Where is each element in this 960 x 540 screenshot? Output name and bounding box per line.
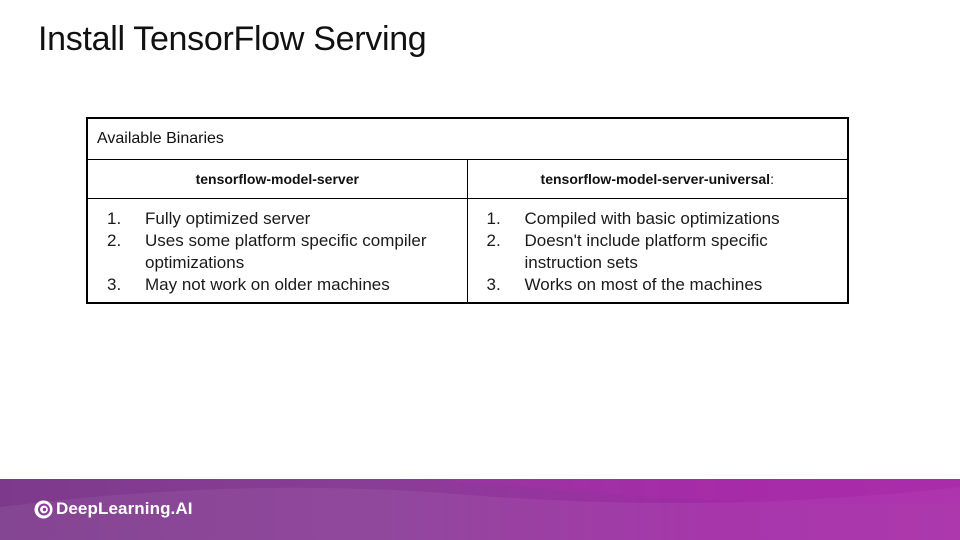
deeplearning-ai-logo-icon: [34, 499, 53, 519]
list-item-text: Works on most of the machines: [524, 275, 763, 294]
list-item: 1. Compiled with basic optimizations: [468, 208, 848, 230]
list-item: 2. Doesn't include platform specific ins…: [468, 230, 848, 274]
footer-wave-decoration: [0, 479, 960, 540]
list-item-number: 1.: [486, 209, 501, 228]
model-server-features-list: 1. Fully optimized server 2. Uses some p…: [88, 208, 467, 296]
list-item: 2. Uses some platform specific compiler …: [88, 230, 467, 274]
list-item-text: Uses some platform specific compiler opt…: [145, 231, 427, 272]
column-header-suffix: :: [770, 171, 774, 187]
brand: DeepLearning.AI: [34, 499, 193, 519]
model-server-universal-features-cell: 1. Compiled with basic optimizations 2. …: [466, 198, 849, 304]
list-item-number: 3.: [486, 275, 501, 294]
list-item-number: 1.: [107, 209, 122, 228]
footer-banner: DeepLearning.AI: [0, 479, 960, 540]
column-header-label: tensorflow-model-server-universal: [540, 171, 771, 187]
list-item-text: Fully optimized server: [145, 209, 311, 228]
list-item-number: 3.: [107, 275, 122, 294]
brand-name: DeepLearning.AI: [56, 499, 193, 518]
list-item-text: Compiled with basic optimizations: [524, 209, 780, 228]
model-server-features-cell: 1. Fully optimized server 2. Uses some p…: [86, 198, 468, 304]
list-item-number: 2.: [107, 231, 122, 250]
slide-title: Install TensorFlow Serving: [38, 20, 427, 58]
list-item: 3. Works on most of the machines: [468, 274, 848, 296]
column-header-model-server: tensorflow-model-server: [86, 159, 468, 199]
list-item: 3. May not work on older machines: [88, 274, 467, 296]
table-caption: Available Binaries: [86, 117, 849, 160]
model-server-universal-features-list: 1. Compiled with basic optimizations 2. …: [468, 208, 848, 296]
list-item-number: 2.: [486, 231, 501, 250]
column-header-model-server-universal: tensorflow-model-server-universal:: [466, 159, 849, 199]
available-binaries-table: Available Binaries tensorflow-model-serv…: [86, 117, 850, 304]
list-item: 1. Fully optimized server: [88, 208, 467, 230]
list-item-text: May not work on older machines: [145, 275, 390, 294]
column-header-label: tensorflow-model-server: [195, 171, 359, 187]
list-item-text: Doesn't include platform specific instru…: [524, 231, 768, 272]
